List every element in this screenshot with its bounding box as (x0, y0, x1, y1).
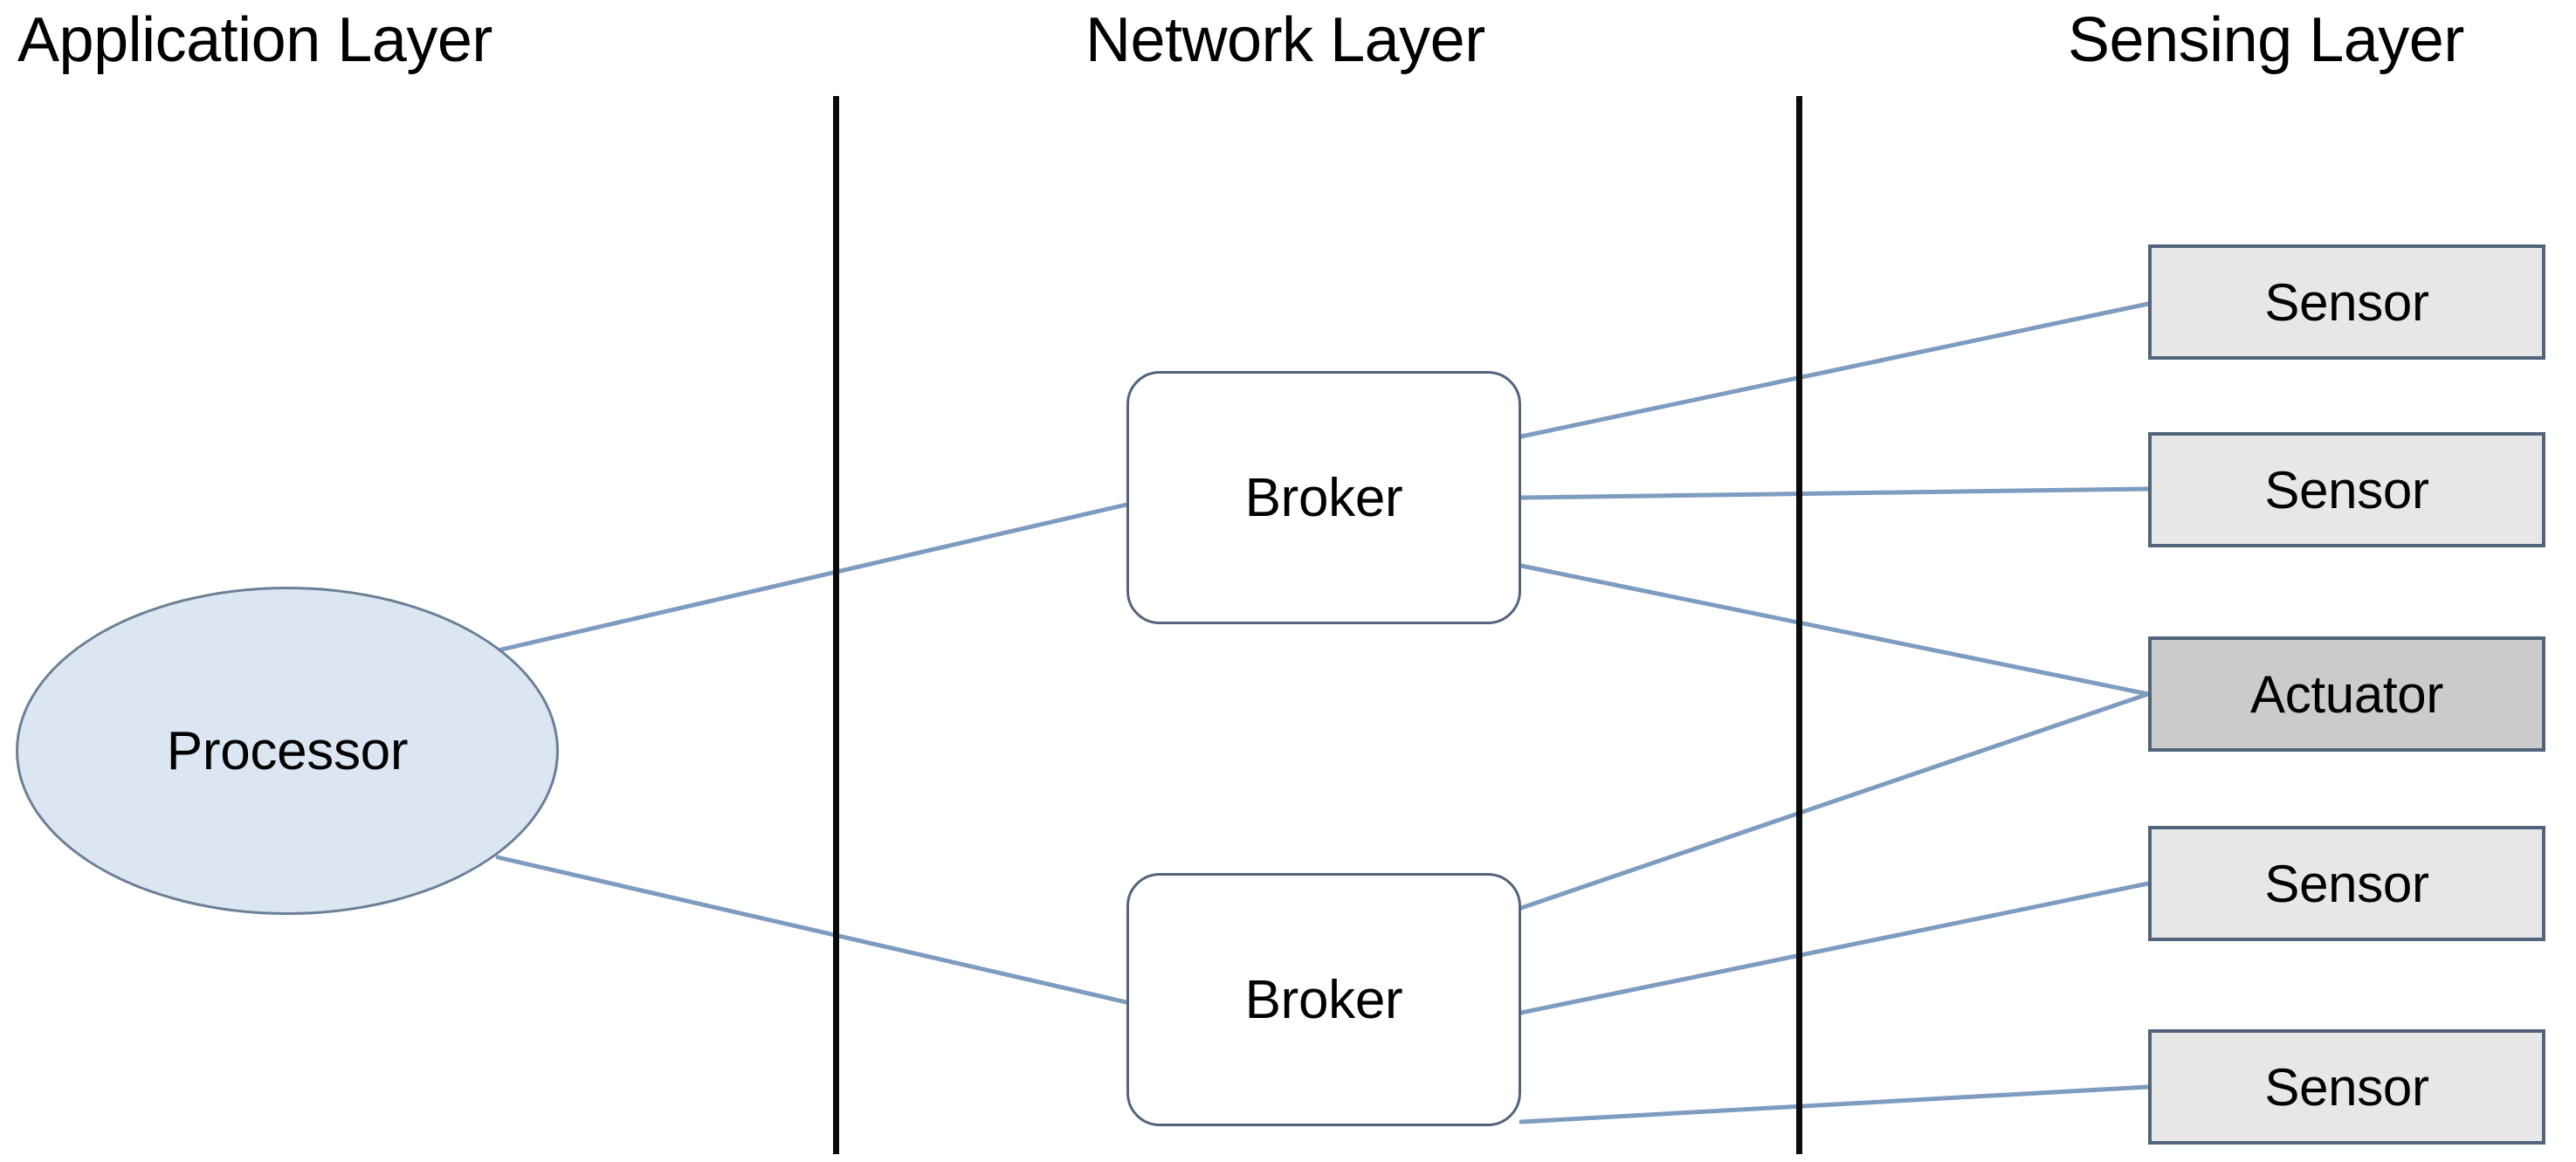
layer-divider-network-sensing (1796, 96, 1802, 1154)
edge-broker-bottom-actuator (1519, 691, 2151, 911)
node-broker-top[interactable]: Broker (1126, 371, 1521, 624)
node-actuator[interactable]: Actuator (2148, 636, 2545, 752)
edge-broker-top-sensor-1 (1519, 301, 2151, 439)
edge-broker-bottom-sensor-5 (1519, 1084, 2151, 1124)
node-sensor-2[interactable]: Sensor (2148, 432, 2545, 547)
edge-broker-top-sensor-2 (1519, 486, 2151, 500)
layer-title-sensing: Sensing Layer (2068, 5, 2464, 75)
layer-title-network: Network Layer (1085, 5, 1485, 75)
edge-broker-bottom-sensor-4 (1519, 881, 2151, 1015)
node-broker-bottom[interactable]: Broker (1126, 873, 1521, 1126)
node-sensor-5[interactable]: Sensor (2148, 1029, 2545, 1145)
layer-title-application: Application Layer (17, 5, 492, 75)
edge-processor-broker-bottom (495, 855, 1129, 1005)
node-sensor-4[interactable]: Sensor (2148, 826, 2545, 941)
node-sensor-1[interactable]: Sensor (2148, 244, 2545, 360)
edge-processor-broker-top (495, 502, 1129, 653)
layer-divider-application-network (833, 96, 839, 1154)
node-processor[interactable]: Processor (16, 587, 559, 915)
edge-broker-top-actuator (1519, 563, 2151, 697)
